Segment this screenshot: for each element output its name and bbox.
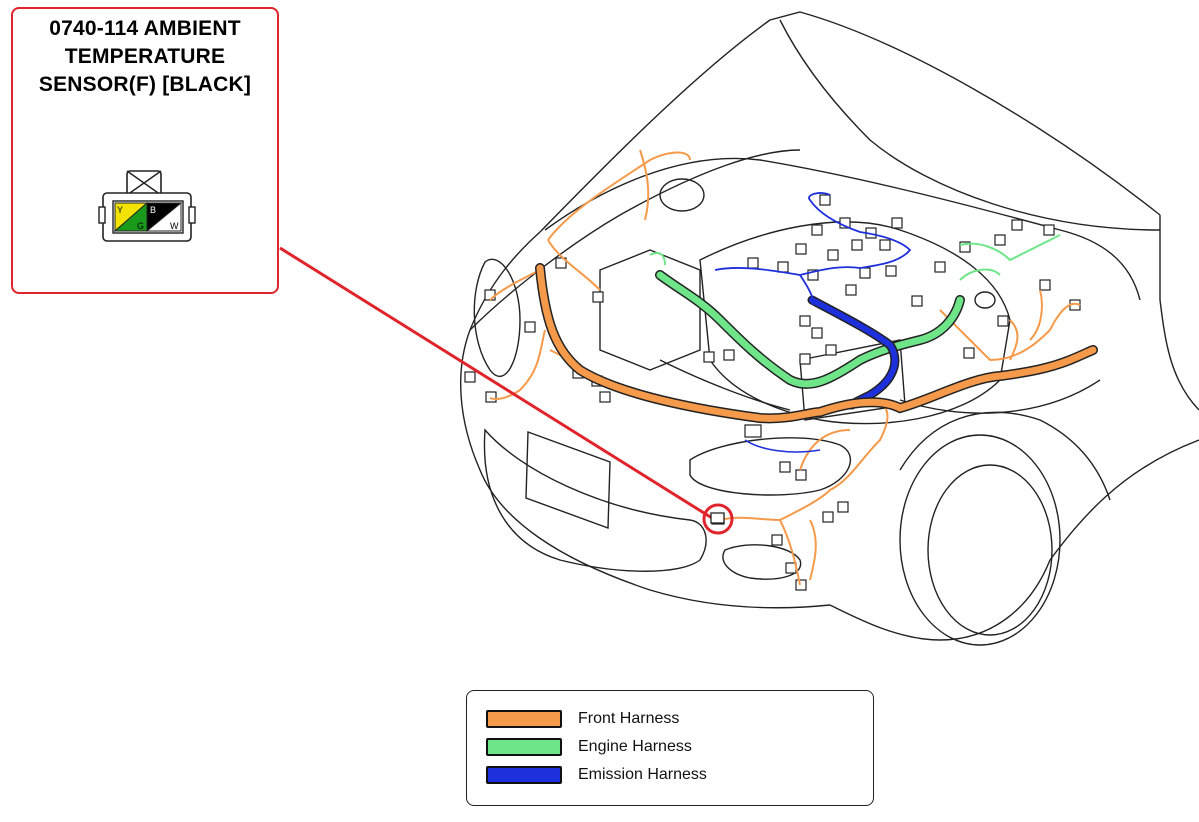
front-harness-trunk [535, 263, 1098, 424]
harness-legend: Front Harness Engine Harness Emission Ha… [466, 690, 874, 806]
pin-label-w: W [170, 221, 179, 231]
front-harness-wires [489, 149, 1081, 586]
pin-label-b: B [150, 205, 156, 215]
pin-label-y: Y [117, 205, 123, 215]
legend-item-emission: Emission Harness [486, 765, 707, 785]
legend-swatch-engine [486, 738, 562, 756]
legend-swatch-front [486, 710, 562, 728]
legend-item-engine: Engine Harness [486, 737, 692, 757]
pin-cavity-2 [145, 201, 183, 233]
legend-item-front: Front Harness [486, 709, 679, 729]
legend-label-front: Front Harness [578, 710, 680, 727]
connector-title: 0740-114 AMBIENT TEMPERATURE SENSOR(F) [… [38, 17, 252, 96]
ambient-temp-sensor-connector[interactable] [710, 512, 725, 524]
callout-leader-line [279, 246, 713, 520]
connector-face-icon: Y G B W [98, 170, 196, 242]
highlighted-connector-ring [702, 503, 734, 535]
legend-label-engine: Engine Harness [578, 738, 692, 755]
legend-label-emission: Emission Harness [578, 766, 707, 783]
engine-harness [649, 234, 1061, 389]
legend-swatch-emission [486, 766, 562, 784]
car-body-outline [460, 11, 1199, 646]
connector-blocks [464, 194, 1081, 591]
connector-callout: 0740-114 AMBIENT TEMPERATURE SENSOR(F) [… [11, 7, 279, 294]
pin-label-g: G [137, 221, 144, 231]
